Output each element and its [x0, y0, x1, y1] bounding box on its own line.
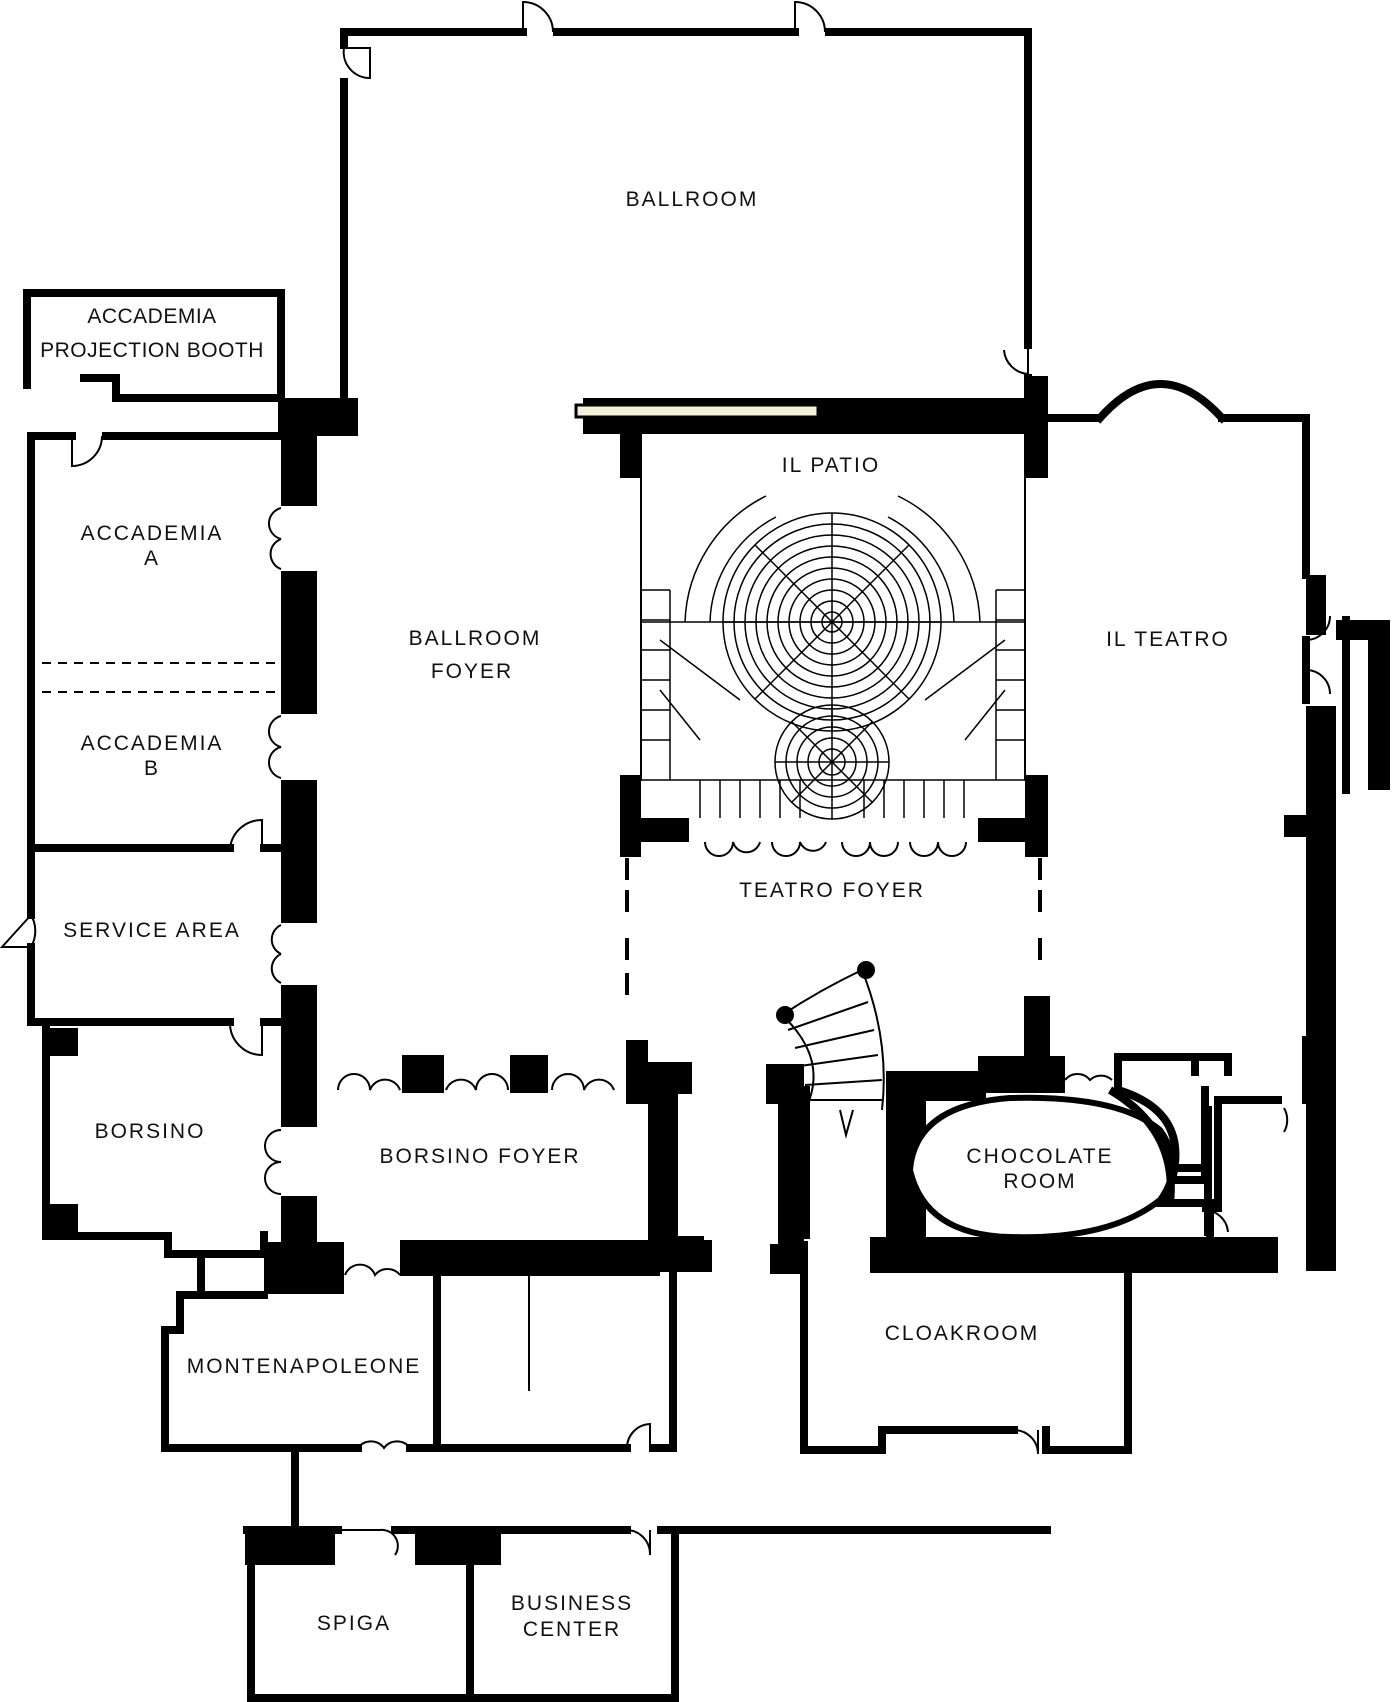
- label-teatro-foyer: TEATRO FOYER: [739, 879, 925, 902]
- label-borsino-foyer: BORSINO FOYER: [379, 1145, 580, 1168]
- montenapoleone-walls: [161, 1291, 631, 1452]
- label-montenapoleone: MONTENAPOLEONE: [187, 1355, 422, 1378]
- label-business-center-2: CENTER: [523, 1618, 621, 1641]
- ballroom-walls: [340, 28, 1032, 402]
- label-ballroom-foyer-2: FOYER: [431, 660, 513, 683]
- label-ballroom-foyer-1: BALLROOM: [409, 627, 542, 650]
- cloakroom-walls: [800, 1241, 1132, 1454]
- label-accademia-b-1: ACCADEMIA: [81, 732, 224, 755]
- accademia-partition: [42, 662, 281, 693]
- label-borsino: BORSINO: [95, 1120, 206, 1143]
- patio-fountain: [641, 495, 1025, 820]
- label-accademia-a-1: ACCADEMIA: [81, 522, 224, 545]
- label-il-teatro: IL TEATRO: [1106, 628, 1230, 651]
- label-chocolate-room-1: CHOCOLATE: [966, 1145, 1113, 1168]
- room-labels: BALLROOM ACCADEMIA PROJECTION BOOTH ACCA…: [40, 188, 1230, 1641]
- il-teatro-walls: [1044, 414, 1310, 704]
- label-cloakroom: CLOAKROOM: [885, 1322, 1040, 1345]
- label-business-center-1: BUSINESS: [511, 1592, 633, 1615]
- label-accademia-b-2: B: [144, 757, 160, 780]
- label-chocolate-room-2: ROOM: [1003, 1170, 1076, 1193]
- label-accademia-projection-1: ACCADEMIA: [87, 305, 216, 328]
- spiga-walls: [247, 1526, 679, 1702]
- accent-strip: [574, 403, 820, 419]
- label-ballroom: BALLROOM: [626, 188, 759, 211]
- service-area-walls: [27, 844, 285, 1026]
- label-spiga: SPIGA: [317, 1612, 391, 1635]
- wall-blocks: [46, 376, 1390, 1565]
- accademia-walls: [27, 432, 285, 852]
- doors: [0, 0, 1347, 1556]
- label-service-area: SERVICE AREA: [63, 919, 241, 942]
- walls: [23, 28, 1350, 1702]
- label-accademia-projection-2: PROJECTION BOOTH: [40, 339, 264, 362]
- label-accademia-a-2: A: [144, 547, 160, 570]
- spiral-staircase: [776, 961, 885, 1139]
- label-il-patio: IL PATIO: [782, 454, 880, 477]
